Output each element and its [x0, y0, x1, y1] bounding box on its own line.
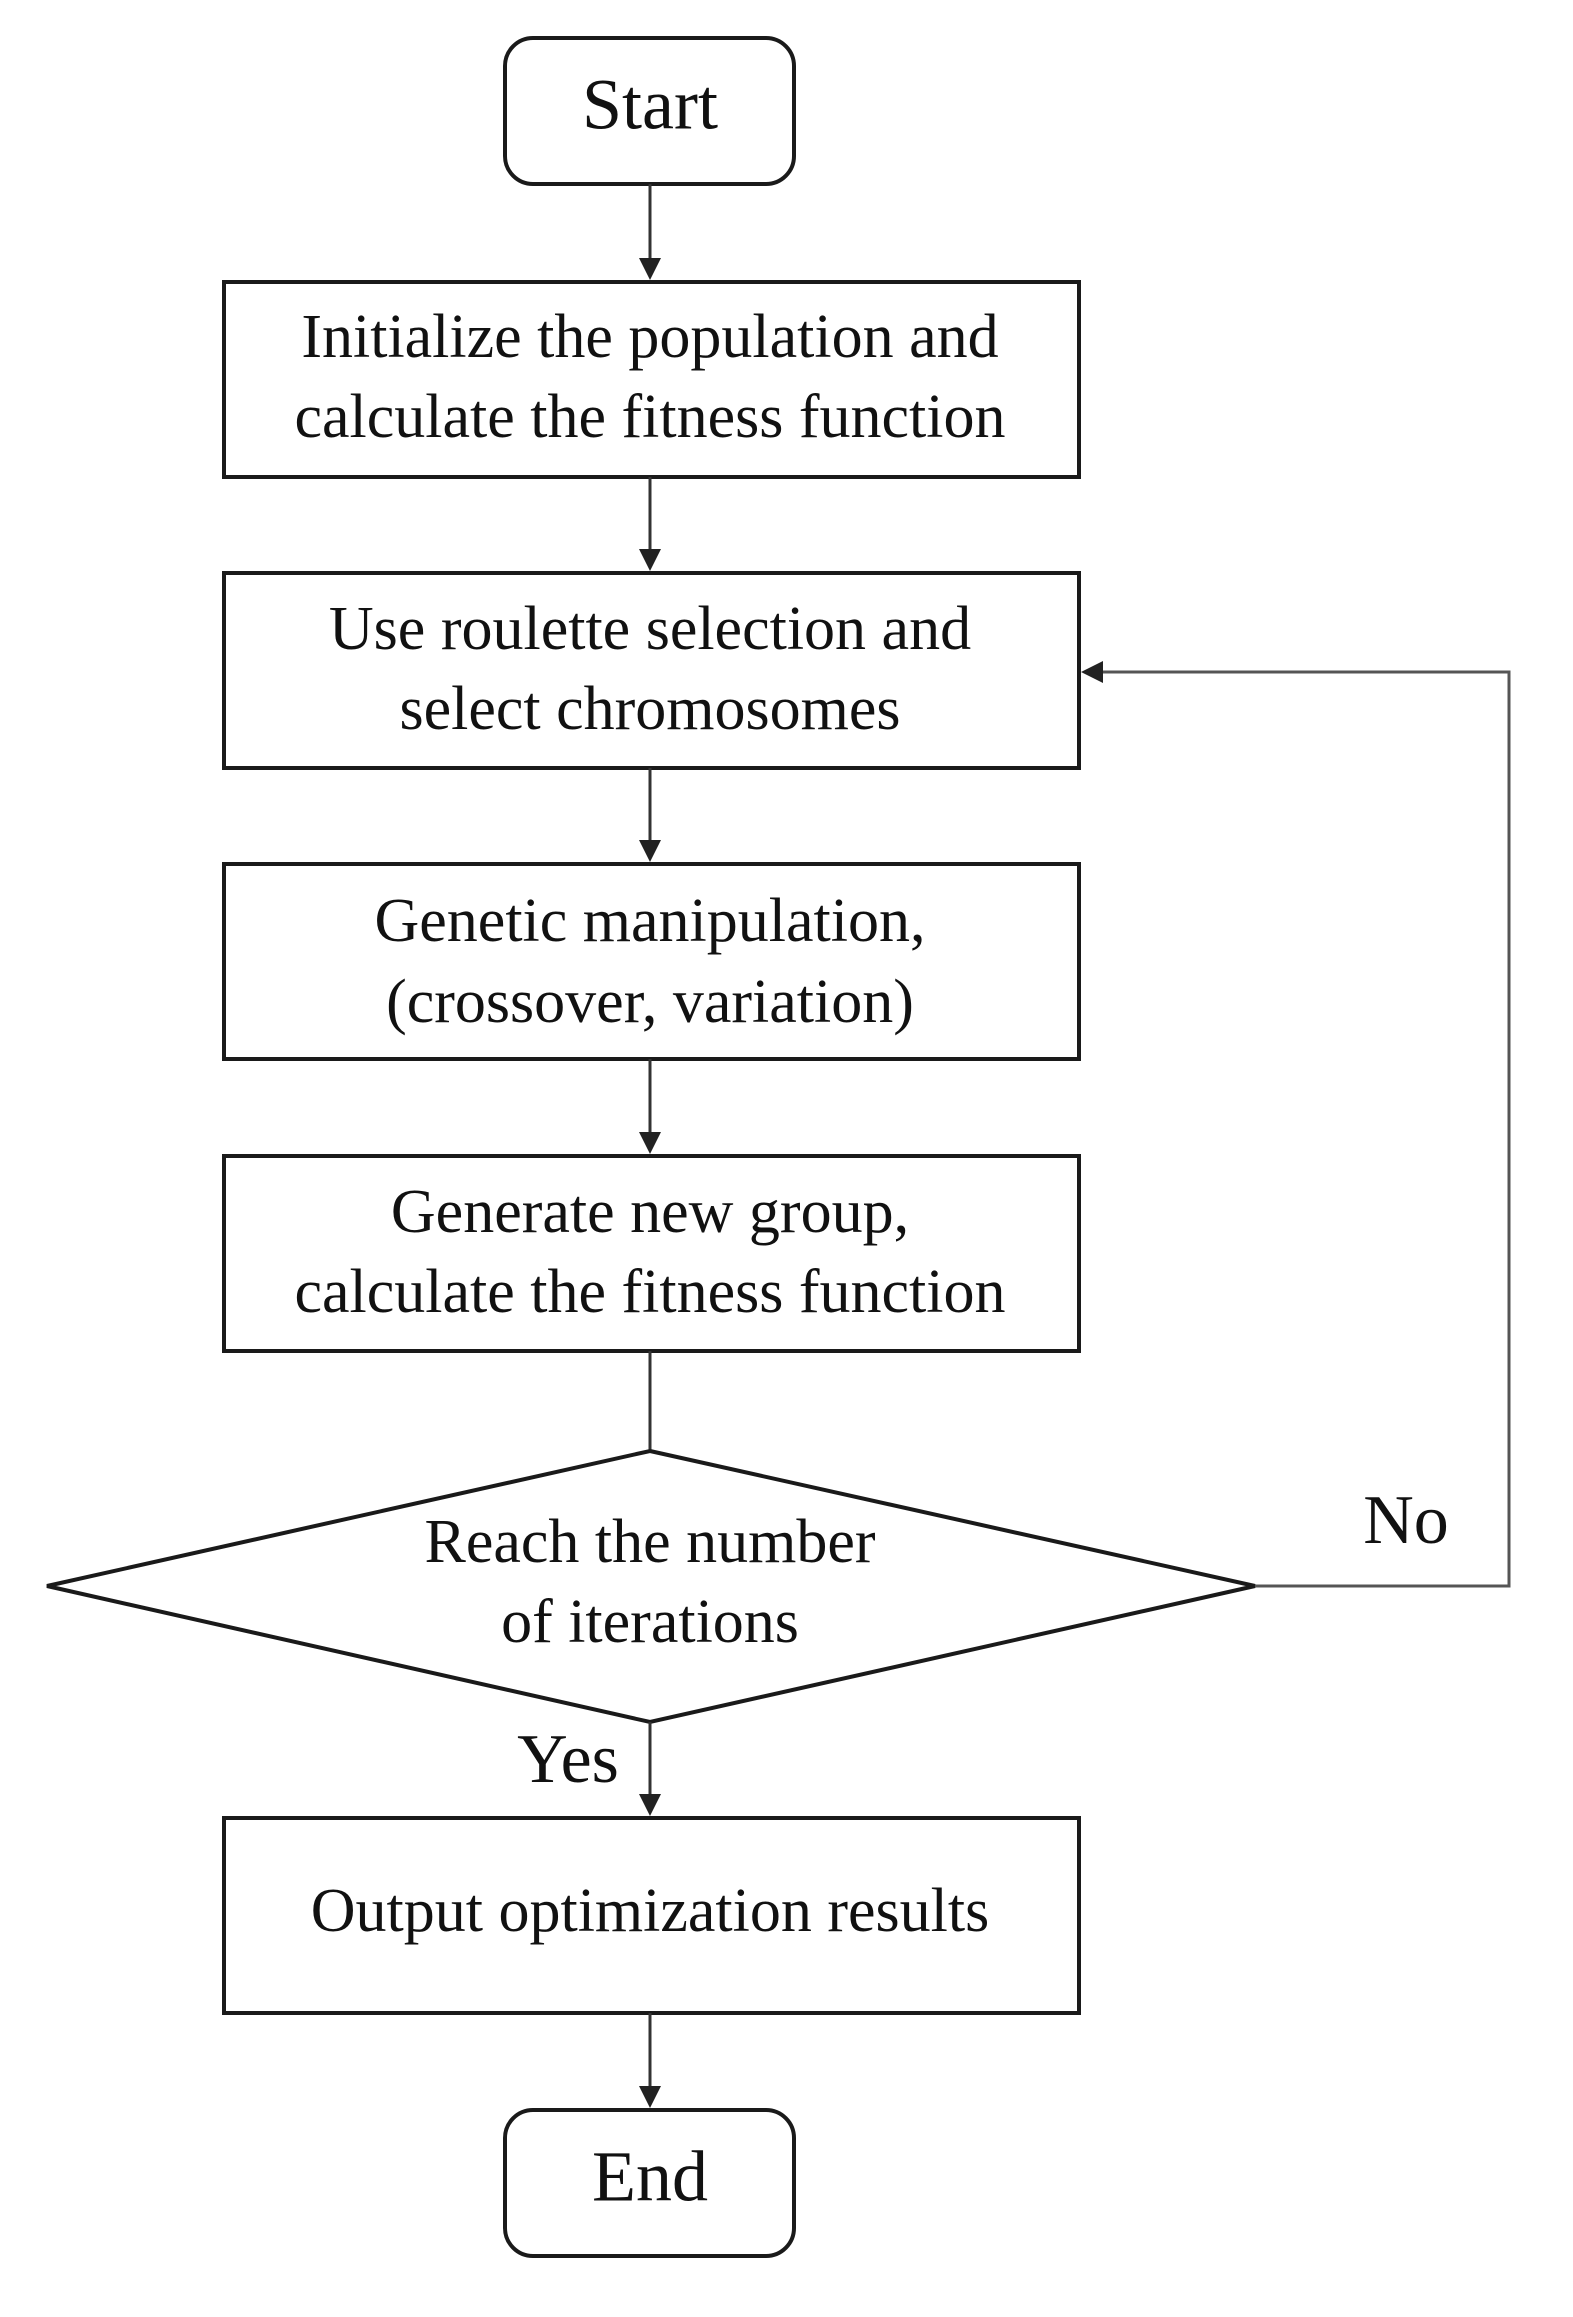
process-generate-group-line-2: calculate the fitness function [294, 1258, 1005, 1326]
no-label: No [1363, 1482, 1449, 1559]
process-roulette-selection: Use roulette selection and select chromo… [222, 571, 1081, 770]
decision-iterations-line-1: Reach the number [424, 1508, 875, 1576]
arrow-genetic-to-generate [639, 1059, 661, 1154]
end-node: End [503, 2108, 796, 2258]
process-genetic-manipulation-line-2: (crossover, variation) [386, 968, 914, 1036]
decision-iterations-line-2: of iterations [501, 1588, 799, 1656]
arrow-no-loop [1081, 661, 1511, 1588]
process-genetic-manipulation: Genetic manipulation, (crossover, variat… [222, 862, 1081, 1061]
process-output-results-line-1: Output optimization results [311, 1877, 990, 1945]
start-label: Start [582, 65, 718, 145]
arrow-select-to-genetic [639, 768, 661, 862]
process-generate-group-line-1: Generate new group, [391, 1178, 909, 1246]
decision-iterations: Reach the number of iterations [46, 1448, 1256, 1725]
arrow-output-to-end [639, 2013, 661, 2108]
process-generate-group: Generate new group, calculate the fitnes… [222, 1154, 1081, 1353]
process-output-results: Output optimization results [222, 1816, 1081, 2015]
process-initialize: Initialize the population and calculate … [222, 280, 1081, 479]
process-roulette-selection-line-1: Use roulette selection and [329, 595, 971, 663]
arrow-start-to-init [639, 184, 661, 280]
process-genetic-manipulation-line-1: Genetic manipulation, [375, 887, 926, 955]
process-roulette-selection-line-2: select chromosomes [399, 675, 900, 743]
yes-label: Yes [517, 1721, 619, 1798]
arrow-yes-to-output [639, 1722, 661, 1816]
process-initialize-line-1: Initialize the population and [301, 303, 998, 371]
start-node: Start [503, 36, 796, 186]
end-label: End [592, 2137, 708, 2217]
process-initialize-line-2: calculate the fitness function [294, 383, 1005, 451]
arrow-init-to-select [639, 477, 661, 571]
